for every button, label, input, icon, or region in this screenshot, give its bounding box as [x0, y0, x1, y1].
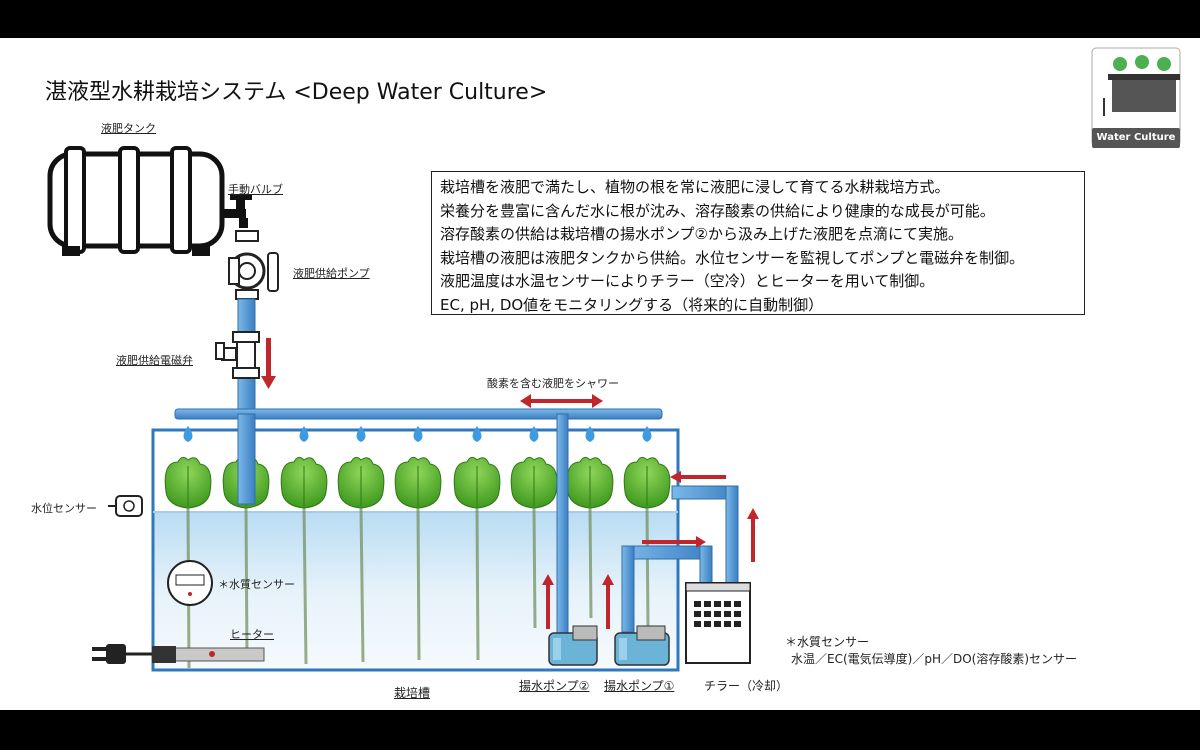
label-heater: ヒーター	[230, 628, 274, 641]
description-box: 栽培槽を液肥で満たし、植物の根を常に液肥に浸して育てる水耕栽培方式。 栄養分を豊…	[431, 171, 1085, 315]
description-line: EC, pH, DO値をモニタリングする（将来的に自動制御）	[440, 295, 824, 314]
description-line: 栄養分を豊富に含んだ水に根が沈み、溶存酸素の供給により健康的な成長が可能。	[440, 201, 995, 220]
solenoid-valve-icon	[215, 331, 260, 379]
logo-label: Water Culture	[1092, 128, 1180, 148]
chiller-icon	[685, 582, 751, 664]
label-quality-sensor: ＊水質センサー	[218, 578, 295, 591]
label-pump1: 揚水ポンプ①	[604, 679, 675, 693]
description-line: 栽培槽の液肥は液肥タンクから供給。水位センサーを監視してポンプと電磁弁を制御。	[440, 248, 1025, 267]
page-title: 湛液型水耕栽培システム <Deep Water Culture>	[45, 80, 548, 105]
shower-pipe	[174, 408, 663, 420]
heater-icon	[151, 646, 265, 663]
sensor-note-detail: 水温／EC(電気伝導度)／pH／DO(溶存酸素)センサー	[791, 652, 1078, 666]
flow-arrows	[542, 471, 759, 629]
diagram-canvas	[47, 47, 1181, 672]
lift-pump-2-icon	[548, 625, 598, 666]
label-supply-pump: 液肥供給ポンプ	[293, 267, 370, 280]
power-plug-icon	[92, 644, 152, 664]
lift-pump-1-icon	[614, 625, 670, 666]
chiller-pipes	[621, 485, 739, 633]
label-pump2: 揚水ポンプ②	[519, 679, 590, 693]
shower-arrow	[520, 394, 603, 408]
description-line: 栽培槽を液肥で満たし、植物の根を常に液肥に浸して育てる水耕栽培方式。	[440, 178, 950, 196]
label-shower: 酸素を含む液肥をシャワー	[487, 377, 619, 390]
label-chiller: チラー（冷却）	[704, 679, 789, 693]
label-solenoid-valve: 液肥供給電磁弁	[116, 354, 193, 367]
riser-pipe	[556, 413, 569, 635]
sensor-note: ＊水質センサー 水温／EC(電気伝導度)／pH／DO(溶存酸素)センサー	[785, 634, 1077, 668]
label-level-sensor: 水位センサー	[31, 502, 97, 515]
liquid-tank-icon	[47, 146, 225, 256]
description-line: 液肥温度は水温センサーによりチラー（空冷）とヒーターを用いて制御。	[440, 272, 935, 290]
description-line: 溶存酸素の供給は栽培槽の揚水ポンプ②から汲み上げた液肥を点滴にて実施。	[440, 225, 964, 243]
slide: 湛液型水耕栽培システム <Deep Water Culture> Water C…	[0, 38, 1200, 710]
water-droplets	[183, 426, 652, 442]
manual-valve-icon	[222, 195, 252, 228]
label-bed: 栽培槽	[394, 686, 431, 700]
label-tank: 液肥タンク	[101, 122, 156, 135]
flow-arrow-down	[261, 338, 276, 389]
supply-pump-icon	[228, 230, 279, 300]
water-quality-sensor-icon	[167, 560, 213, 606]
plant-roots	[186, 507, 650, 669]
water-culture-logo	[1091, 47, 1181, 147]
label-manual-valve: 手動バルブ	[228, 183, 283, 196]
sensor-note-title: ＊水質センサー	[785, 635, 870, 649]
level-sensor-icon	[108, 495, 143, 517]
lettuce-plants	[164, 456, 671, 509]
